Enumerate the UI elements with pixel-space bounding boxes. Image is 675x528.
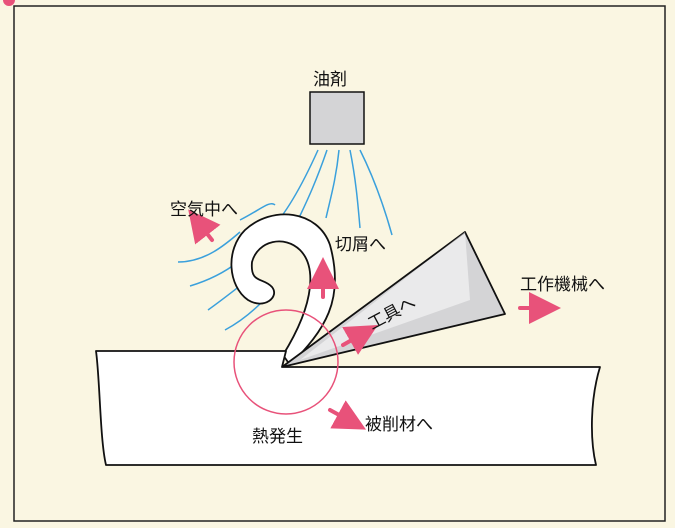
arrow-air xyxy=(188,209,221,245)
oil-nozzle xyxy=(309,91,365,145)
air-label: 空気中へ xyxy=(170,200,238,220)
chip-curl xyxy=(230,213,336,366)
heat-flow-arrows xyxy=(188,209,561,430)
header-fragment xyxy=(3,0,15,6)
oil-label: 油剤 xyxy=(313,70,347,90)
arrow-tool xyxy=(341,325,378,355)
arrow-workpiece xyxy=(328,400,367,430)
workpiece-label: 被削材へ xyxy=(365,415,433,435)
chip-label: 切屑へ xyxy=(335,235,386,255)
heat-zone-circle xyxy=(233,309,339,415)
heat-label: 熱発生 xyxy=(252,427,303,447)
machine-label: 工作機械へ xyxy=(520,275,605,295)
workpiece xyxy=(95,350,601,466)
diagram-frame xyxy=(13,5,666,522)
